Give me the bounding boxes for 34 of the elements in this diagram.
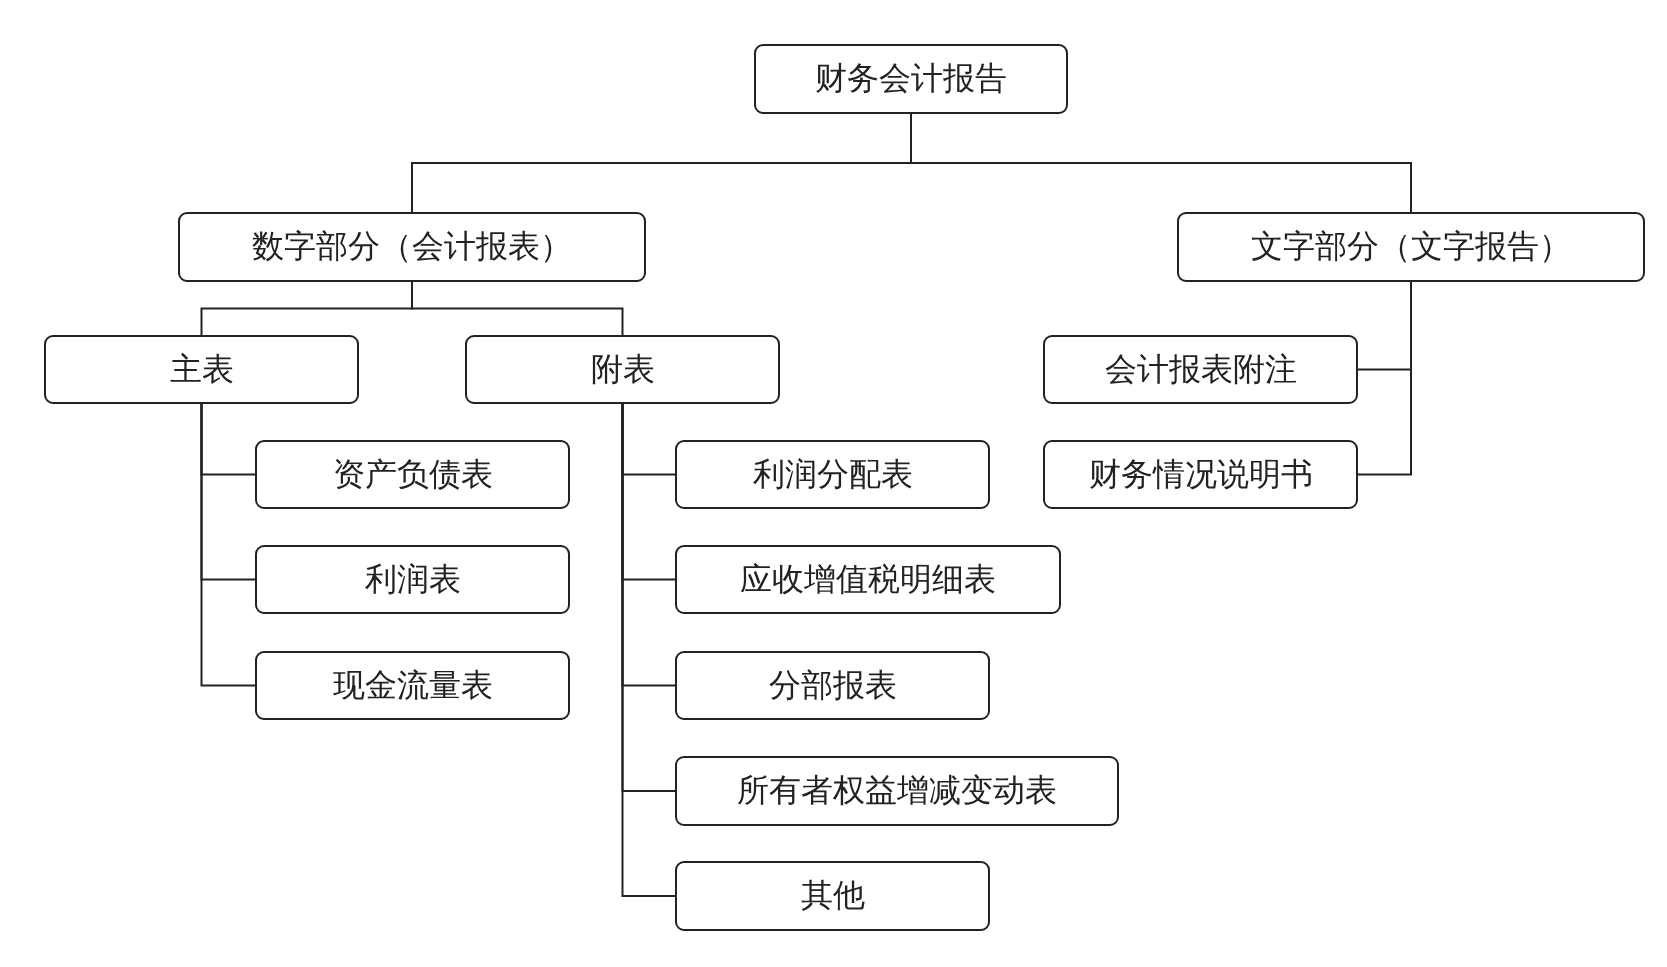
report-box xyxy=(675,756,1119,826)
report-box xyxy=(465,335,780,404)
box-label: 财务会计报告 xyxy=(815,58,1007,99)
box-label: 文字部分（文字报告） xyxy=(1251,226,1571,267)
box-label: 现金流量表 xyxy=(332,664,493,706)
box-label: 分部报表 xyxy=(768,664,897,706)
box-label: 会计报表附注 xyxy=(1104,348,1297,390)
connector-line xyxy=(411,281,624,336)
report-box xyxy=(675,861,990,931)
report-box xyxy=(255,545,570,614)
box-label: 资产负债表 xyxy=(332,453,493,495)
connector-line xyxy=(621,403,676,897)
box-label: 财务情况说明书 xyxy=(1088,453,1313,495)
report-box xyxy=(44,335,359,404)
report-box xyxy=(1043,335,1358,404)
report-box xyxy=(754,44,1068,114)
connector-line xyxy=(1357,281,1412,476)
box-label: 附表 xyxy=(590,348,655,390)
box-label: 主表 xyxy=(169,348,234,390)
box-label: 数字部分（会计报表） xyxy=(252,226,572,267)
report-box xyxy=(675,440,990,509)
box-label: 利润分配表 xyxy=(752,453,913,495)
report-box xyxy=(178,212,646,282)
report-box xyxy=(255,440,570,509)
box-label: 所有者权益增减变动表 xyxy=(737,770,1057,811)
report-box xyxy=(1177,212,1645,282)
box-label: 利润表 xyxy=(364,558,461,600)
connector-line xyxy=(200,403,256,687)
report-box xyxy=(675,651,990,720)
report-box xyxy=(255,651,570,720)
box-label: 应收增值税明细表 xyxy=(740,558,996,600)
box-label: 其他 xyxy=(800,875,865,916)
report-box xyxy=(675,545,1061,614)
report-box xyxy=(1043,440,1358,509)
